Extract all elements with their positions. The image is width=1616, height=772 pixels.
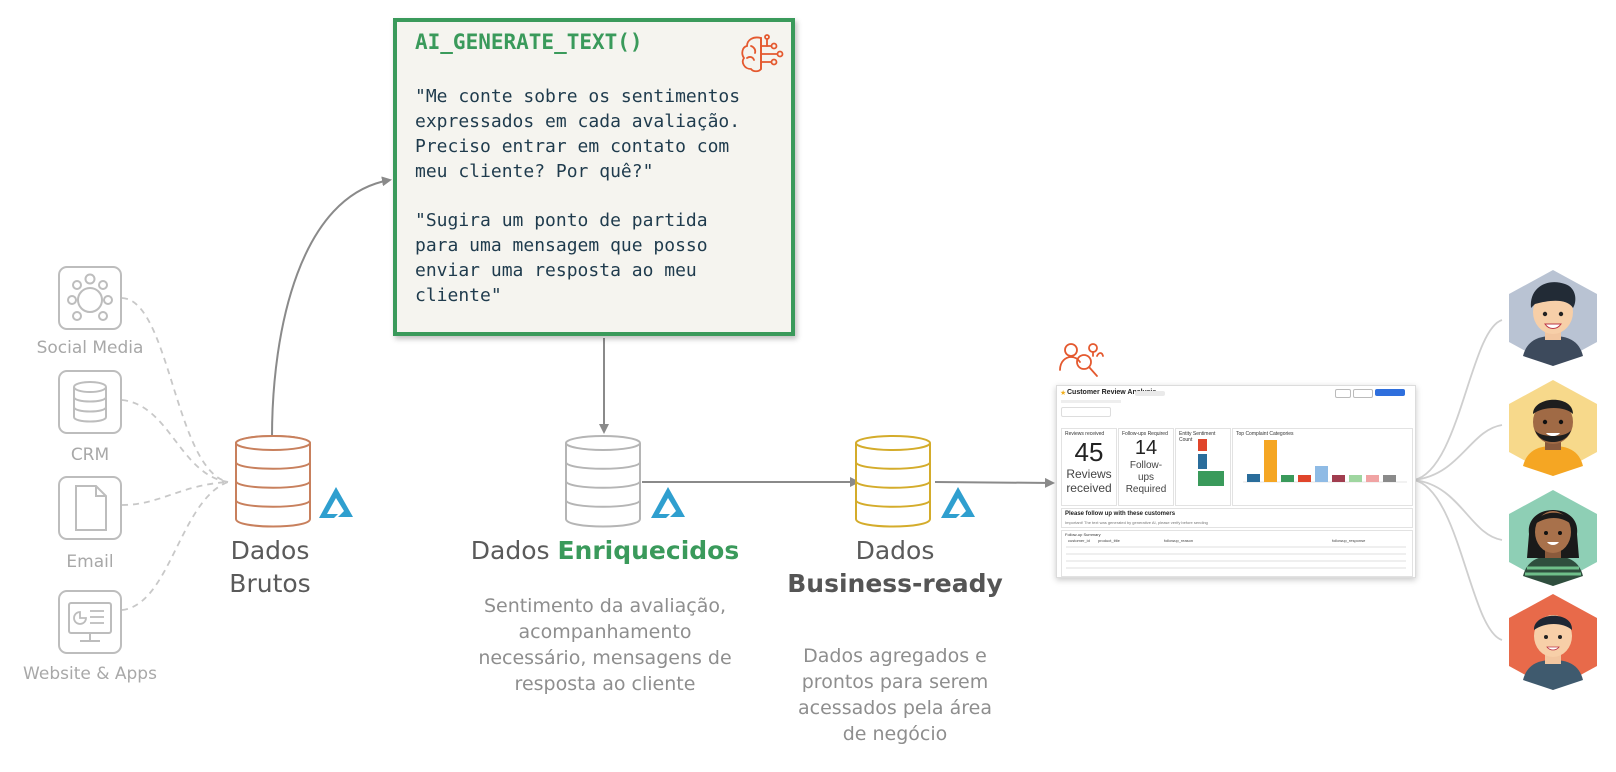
kpi-card-followups-label: Follow- ups Required <box>1125 460 1167 495</box>
chart-card-entity-sentiment-title: Entity Sentiment Count <box>1179 431 1216 443</box>
source-label-email: Email <box>66 552 114 572</box>
raw-data-label: Dados Brutos <box>200 534 340 600</box>
complaint-bar <box>1247 474 1260 482</box>
enriched-data-label-prefix: Dados <box>470 536 558 565</box>
avatar-connectors <box>1413 319 1503 641</box>
database-icon <box>58 370 122 434</box>
table-row <box>1066 560 1406 562</box>
customer-avatar-3 <box>1505 488 1601 588</box>
complaint-bar <box>1281 475 1294 482</box>
kpi-card-followups-value: 14 <box>1134 437 1158 459</box>
complaint-bar <box>1349 475 1362 482</box>
dashboard-filter-row <box>1061 400 1121 403</box>
delta-logo-icon <box>938 484 978 520</box>
kpi-card-followups-title: Follow-ups Required <box>1122 431 1168 437</box>
sentiment-bar-positive <box>1198 471 1224 486</box>
dashboard-star-icon: ★ <box>1060 390 1067 397</box>
dashboard-tag <box>1135 391 1165 396</box>
sentiment-bar-neutral <box>1198 454 1207 469</box>
chart-card-entity-sentiment: Entity Sentiment Count <box>1175 428 1231 506</box>
sentiment-bar-negative <box>1198 439 1207 451</box>
enriched-data-description: Sentimento da avaliação, acompanhamento … <box>478 595 732 695</box>
delta-logo-icon <box>648 484 688 520</box>
kpi-card-reviews-title: Reviews received <box>1065 431 1105 437</box>
monitor-icon <box>58 590 122 654</box>
prompt-function-title: AI_GENERATE_TEXT() <box>415 30 643 54</box>
complaint-bar <box>1366 475 1379 482</box>
followup-table-header: customer_id <box>1068 538 1090 543</box>
complaint-bar <box>1332 475 1345 482</box>
brain-ai-icon <box>739 34 785 74</box>
arrow-raw-to-prompt <box>271 176 392 438</box>
followup-table: Follow-up Summary customer_id product_ti… <box>1061 530 1413 577</box>
complaint-bar <box>1315 466 1328 482</box>
followup-table-header: followup_response <box>1332 538 1366 543</box>
complaint-bar <box>1264 440 1277 482</box>
raw-data-label-line2: Brutos <box>229 569 311 598</box>
business-data-label: Dados Business-ready <box>770 534 1020 600</box>
business-data-description: Dados agregados e prontos para serem ace… <box>798 645 992 745</box>
customer-avatar-2 <box>1505 378 1601 478</box>
table-row <box>1066 553 1406 555</box>
analyst-search-icon <box>1057 340 1105 380</box>
document-icon <box>58 476 122 540</box>
business-data-label-highlight: Business-ready <box>787 569 1003 598</box>
delta-logo-icon <box>316 484 356 520</box>
enriched-data-database-icon <box>562 433 644 529</box>
prompt-paragraph-1: "Me conte sobre os sentimentos expressad… <box>415 86 741 182</box>
social-media-icon <box>58 266 122 330</box>
business-data-database-icon <box>852 433 934 529</box>
complaint-bar <box>1298 475 1311 482</box>
kpi-card-followups: Follow-ups Required 14 Follow- ups Requi… <box>1118 428 1174 506</box>
chart-card-top-complaints-title: Top Complaint Categories <box>1236 431 1294 437</box>
chart-card-top-complaints: Top Complaint Categories <box>1232 428 1413 506</box>
arrow-business-to-dashboard <box>934 477 1055 488</box>
source-connectors <box>121 297 229 611</box>
complaint-bar <box>1383 475 1396 482</box>
customer-avatar-4 <box>1505 592 1601 692</box>
customer-avatar-1 <box>1505 268 1601 368</box>
dashboard-refresh-button[interactable] <box>1375 389 1405 396</box>
dashboard-filter-input[interactable] <box>1061 407 1111 417</box>
enriched-data-label: Dados Enriquecidos <box>440 534 770 567</box>
kpi-card-reviews-label: Reviews received <box>1066 467 1112 495</box>
followup-table-title: Follow-up Summary <box>1065 532 1101 537</box>
followup-table-header: followup_reason <box>1164 538 1194 543</box>
table-row <box>1066 546 1406 548</box>
prompt-paragraph-2: "Sugira um ponto de partida para uma men… <box>415 210 708 306</box>
followup-section-subtitle: Important! The text was generated by gen… <box>1065 520 1208 525</box>
followup-section-title: Please follow up with these customers <box>1065 511 1176 517</box>
complaints-bar-chart <box>1243 440 1407 483</box>
raw-data-database-icon <box>232 433 314 529</box>
followup-table-header: product_title <box>1098 538 1120 543</box>
dashboard-screenshot: ★ Customer Review Analysis Reviews recei… <box>1056 385 1416 578</box>
kpi-card-reviews-value: 45 <box>1074 437 1104 467</box>
source-label-social-media: Social Media <box>36 338 144 358</box>
dashboard-title: Customer Review Analysis <box>1067 389 1157 396</box>
business-data-label-line1: Dados <box>855 536 935 565</box>
enriched-data-label-highlight: Enriquecidos <box>557 536 740 565</box>
raw-data-label-line1: Dados <box>230 536 310 565</box>
followup-section: Please follow up with these customers Im… <box>1061 508 1413 528</box>
source-label-website-apps: Website & Apps <box>23 664 157 684</box>
dashboard-schedule-button[interactable] <box>1353 389 1373 398</box>
kpi-card-reviews: Reviews received 45 Reviews received <box>1061 428 1117 506</box>
dashboard-share-button[interactable] <box>1335 389 1351 398</box>
source-label-crm: CRM <box>70 445 110 465</box>
table-row <box>1066 567 1406 569</box>
ai-generate-text-prompt-card: AI_GENERATE_TEXT() "Me conte sobre os se… <box>393 18 795 336</box>
